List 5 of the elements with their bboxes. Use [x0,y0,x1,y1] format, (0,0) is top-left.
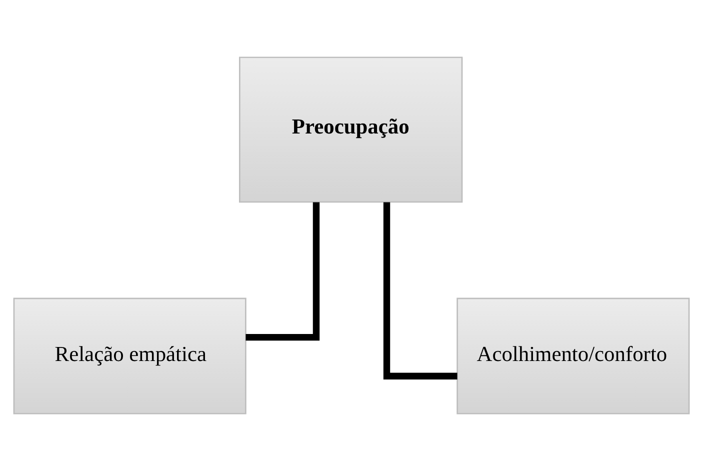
connector [246,202,320,341]
node-box: Preocupação [239,56,463,203]
node-box: Acolhimento/conforto [456,298,690,414]
node-box: Relação empática [13,298,246,414]
connector [383,202,458,380]
